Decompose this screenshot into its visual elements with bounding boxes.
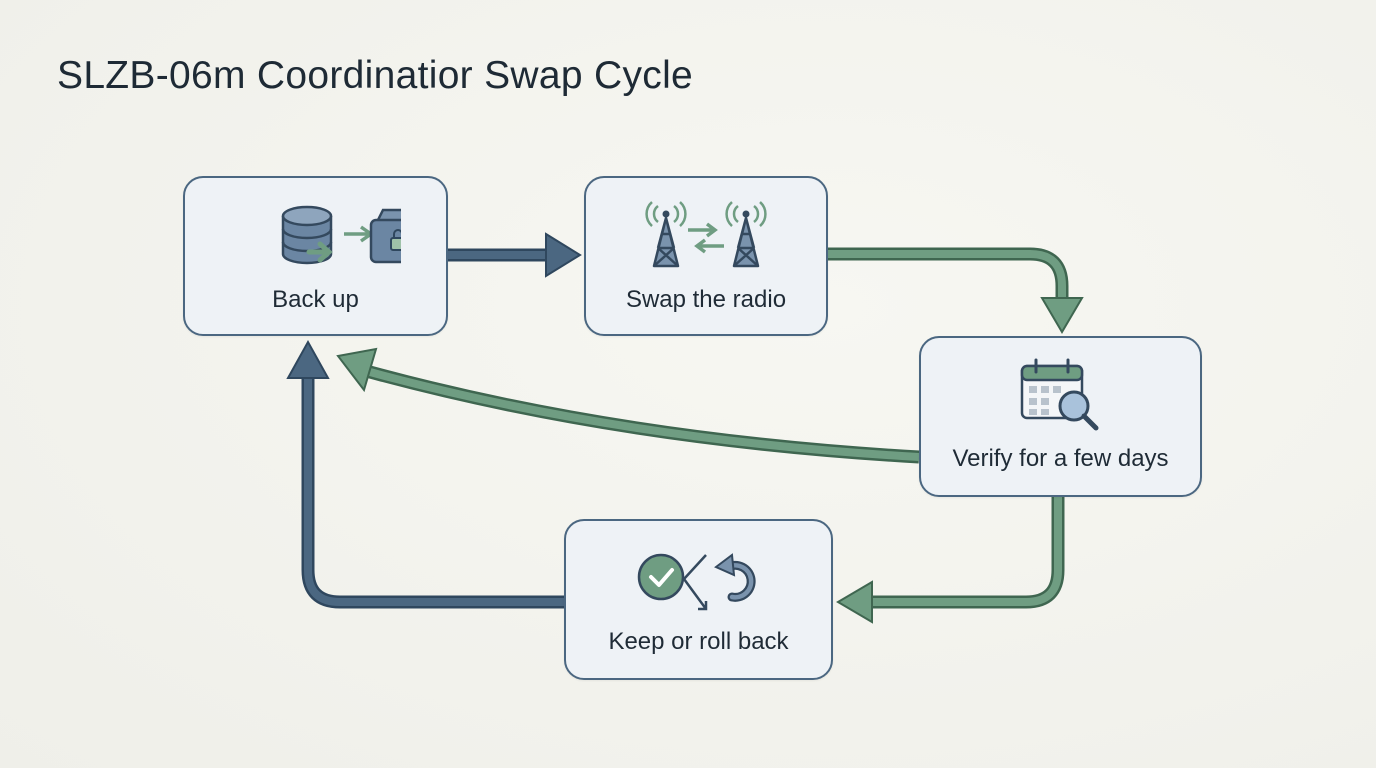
step-label: Keep or roll back	[608, 628, 789, 655]
verify-icon-group	[921, 358, 1200, 434]
step-label: Verify for a few days	[952, 445, 1169, 472]
calendar-search-icon	[1020, 358, 1098, 431]
backup-icon-group	[185, 204, 446, 268]
swap-arrows-icon	[688, 222, 724, 254]
edge-verify-to-backup	[336, 347, 920, 464]
keep-icon-group	[566, 549, 831, 617]
locked-box-icon	[369, 208, 401, 264]
edge-swap-to-verify	[828, 247, 1084, 334]
edge-backup-to-swap	[448, 232, 582, 278]
step-label: Swap the radio	[625, 286, 787, 313]
checkmark-circle-icon	[637, 553, 684, 601]
diagram-title: SLZB-06m Coordinatior Swap Cycle	[57, 54, 694, 97]
step-keep-or-roll-back: Keep or roll back	[564, 519, 833, 680]
step-label: Back up	[272, 286, 359, 313]
database-icon	[281, 205, 333, 265]
branch-arrow-icon	[682, 554, 707, 611]
step-swap-the-radio: Swap the radio	[584, 176, 828, 336]
step-verify-for-a-few-days: Verify for a few days	[919, 336, 1202, 497]
step-back-up: Back up	[183, 176, 448, 336]
radio-tower-icon	[725, 201, 767, 268]
radio-tower-icon	[645, 201, 687, 268]
arrow-right-icon	[343, 225, 374, 243]
edge-keep-to-backup	[286, 339, 564, 609]
edge-verify-to-keep	[836, 497, 1065, 624]
undo-icon	[713, 553, 756, 602]
swap-icon-group	[586, 200, 826, 272]
